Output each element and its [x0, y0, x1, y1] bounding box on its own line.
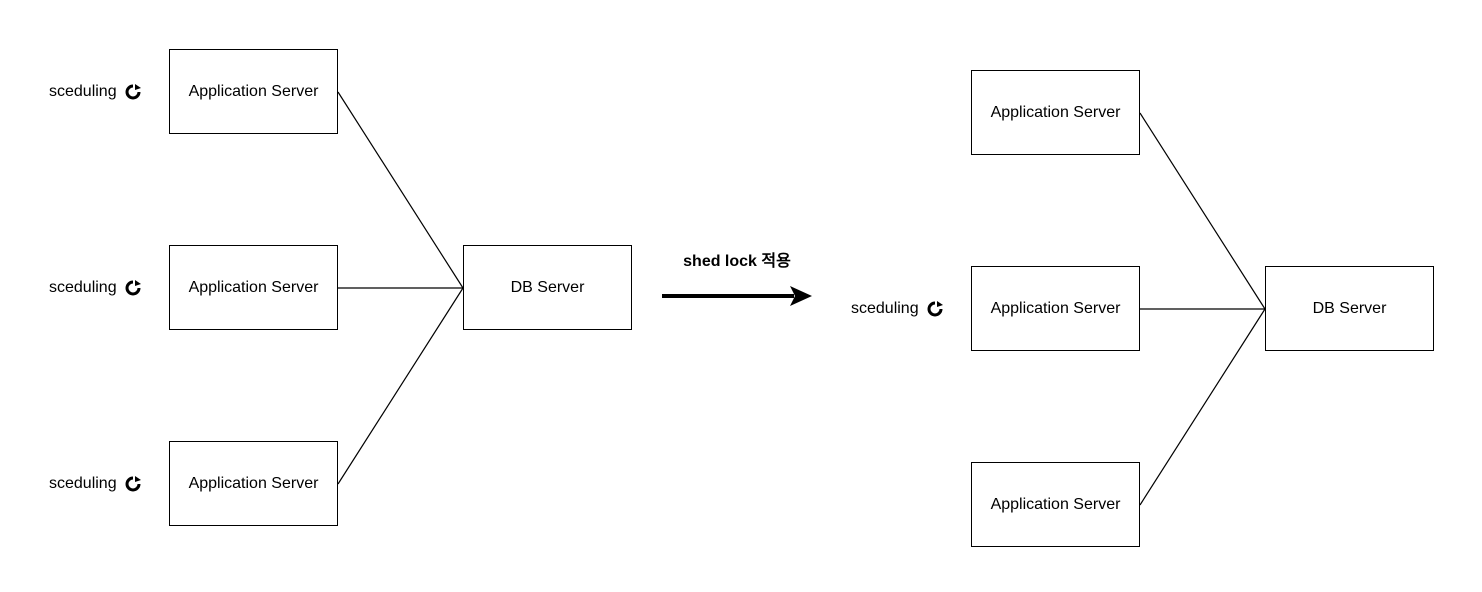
refresh-icon — [927, 301, 943, 317]
application-server-box: Application Server — [169, 49, 338, 134]
scheduling-text: sceduling — [49, 279, 117, 296]
application-server-box: Application Server — [169, 245, 338, 330]
scheduling-label: sceduling — [49, 277, 142, 299]
application-server-label: Application Server — [990, 495, 1121, 513]
application-server-label: Application Server — [990, 299, 1121, 317]
refresh-icon — [125, 280, 141, 296]
scheduling-label: sceduling — [49, 473, 142, 495]
application-server-label: Application Server — [990, 103, 1121, 121]
scheduling-text: sceduling — [851, 300, 919, 317]
db-server-label: DB Server — [1312, 299, 1387, 317]
scheduling-label: sceduling — [851, 298, 944, 320]
refresh-icon — [125, 476, 141, 492]
application-server-box: Application Server — [971, 266, 1140, 351]
scheduling-text: sceduling — [49, 83, 117, 100]
connector-right-bottom — [1139, 308, 1266, 506]
application-server-box: Application Server — [971, 462, 1140, 547]
scheduling-label: sceduling — [49, 81, 142, 103]
application-server-label: Application Server — [188, 474, 319, 492]
connector-left-bottom — [337, 287, 464, 485]
application-server-label: Application Server — [188, 82, 319, 100]
db-server-box: DB Server — [463, 245, 632, 330]
application-server-box: Application Server — [169, 441, 338, 526]
db-server-box: DB Server — [1265, 266, 1434, 351]
application-server-box: Application Server — [971, 70, 1140, 155]
scheduling-text: sceduling — [49, 475, 117, 492]
arrow-right-icon — [662, 286, 812, 306]
application-server-label: Application Server — [188, 278, 319, 296]
refresh-icon — [125, 84, 141, 100]
connector-left-top — [337, 91, 464, 289]
transition-label: shed lock 적용 — [683, 253, 791, 270]
db-server-label: DB Server — [510, 278, 585, 296]
connector-right-top — [1139, 112, 1266, 310]
